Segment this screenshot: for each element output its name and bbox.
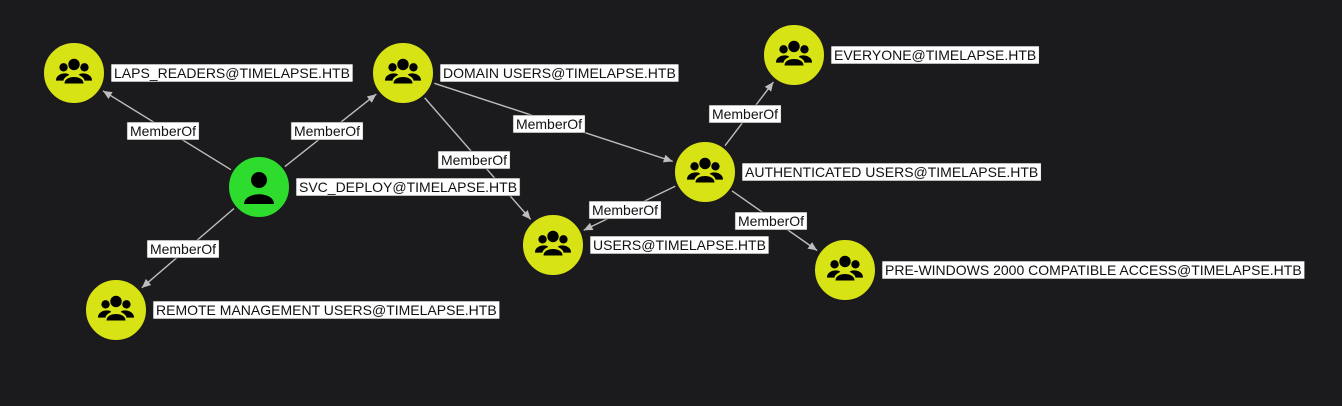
group-node-circle[interactable] <box>371 41 435 105</box>
node-label-background <box>110 63 354 83</box>
node-authusers[interactable]: AUTHENTICATED USERS@TIMELAPSE.HTB <box>673 140 1042 204</box>
edge-domainusers-to-users[interactable]: MemberOf <box>424 97 532 220</box>
edge-label-background <box>437 150 511 170</box>
edge-label-background <box>708 104 782 124</box>
node-remotemgmt[interactable]: REMOTE MANAGEMENT USERS@TIMELAPSE.HTB <box>84 278 500 342</box>
node-domainusers[interactable]: DOMAIN USERS@TIMELAPSE.HTB <box>371 41 680 105</box>
edge-label: MemberOf <box>592 202 658 218</box>
node-label-background <box>881 260 1305 280</box>
node-svc[interactable]: SVC_DEPLOY@TIMELAPSE.HTB <box>227 155 521 219</box>
edge-svc-to-remotemgmt[interactable]: MemberOf <box>141 207 235 289</box>
nodes-layer: LAPS_READERS@TIMELAPSE.HTB DOMAIN USERS@T… <box>42 23 1305 342</box>
edge-label-background <box>734 211 808 231</box>
edge-svc-to-laps[interactable]: MemberOf <box>102 90 232 171</box>
edge-label-background <box>290 121 364 141</box>
node-users[interactable]: USERS@TIMELAPSE.HTB <box>521 213 770 277</box>
group-node-circle[interactable] <box>521 213 585 277</box>
node-label: PRE-WINDOWS 2000 COMPATIBLE ACCESS@TIMEL… <box>885 262 1302 278</box>
node-everyone[interactable]: EVERYONE@TIMELAPSE.HTB <box>762 23 1040 87</box>
group-node-circle[interactable] <box>813 238 877 302</box>
edge-label: MemberOf <box>130 123 196 139</box>
group-node-circle[interactable] <box>673 140 737 204</box>
group-node-circle[interactable] <box>762 23 826 87</box>
edge-label-background <box>588 200 662 220</box>
node-laps[interactable]: LAPS_READERS@TIMELAPSE.HTB <box>42 41 354 105</box>
node-label: SVC_DEPLOY@TIMELAPSE.HTB <box>299 179 517 195</box>
node-label-background <box>439 63 680 83</box>
edge-label: MemberOf <box>738 213 804 229</box>
node-label-background <box>295 177 521 197</box>
edge-label-background <box>512 114 586 134</box>
edge-label: MemberOf <box>294 123 360 139</box>
edge-label-background <box>146 239 220 259</box>
edge-svc-to-domainusers[interactable]: MemberOf <box>284 93 377 168</box>
node-prewin[interactable]: PRE-WINDOWS 2000 COMPATIBLE ACCESS@TIMEL… <box>813 238 1305 302</box>
node-label: AUTHENTICATED USERS@TIMELAPSE.HTB <box>745 164 1038 180</box>
edge-label-background <box>126 121 200 141</box>
node-label-background <box>830 45 1040 65</box>
node-label-background <box>152 300 500 320</box>
edge-authusers-to-prewin[interactable]: MemberOf <box>731 190 818 252</box>
node-label: LAPS_READERS@TIMELAPSE.HTB <box>114 65 350 81</box>
edge-label: MemberOf <box>441 152 507 168</box>
node-label: DOMAIN USERS@TIMELAPSE.HTB <box>443 65 676 81</box>
edge-label: MemberOf <box>150 241 216 257</box>
node-label: USERS@TIMELAPSE.HTB <box>593 237 766 253</box>
node-label: REMOTE MANAGEMENT USERS@TIMELAPSE.HTB <box>156 302 497 318</box>
edge-domainusers-to-authusers[interactable]: MemberOf <box>434 82 673 163</box>
edge-label: MemberOf <box>516 116 582 132</box>
node-label-background <box>589 235 770 255</box>
edge-authusers-to-users[interactable]: MemberOf <box>583 185 676 231</box>
group-node-circle[interactable] <box>42 41 106 105</box>
node-label-background <box>741 162 1042 182</box>
edge-authusers-to-everyone[interactable]: MemberOf <box>708 81 782 147</box>
node-label: EVERYONE@TIMELAPSE.HTB <box>834 47 1036 63</box>
edge-label: MemberOf <box>712 106 778 122</box>
group-node-circle[interactable] <box>84 278 148 342</box>
